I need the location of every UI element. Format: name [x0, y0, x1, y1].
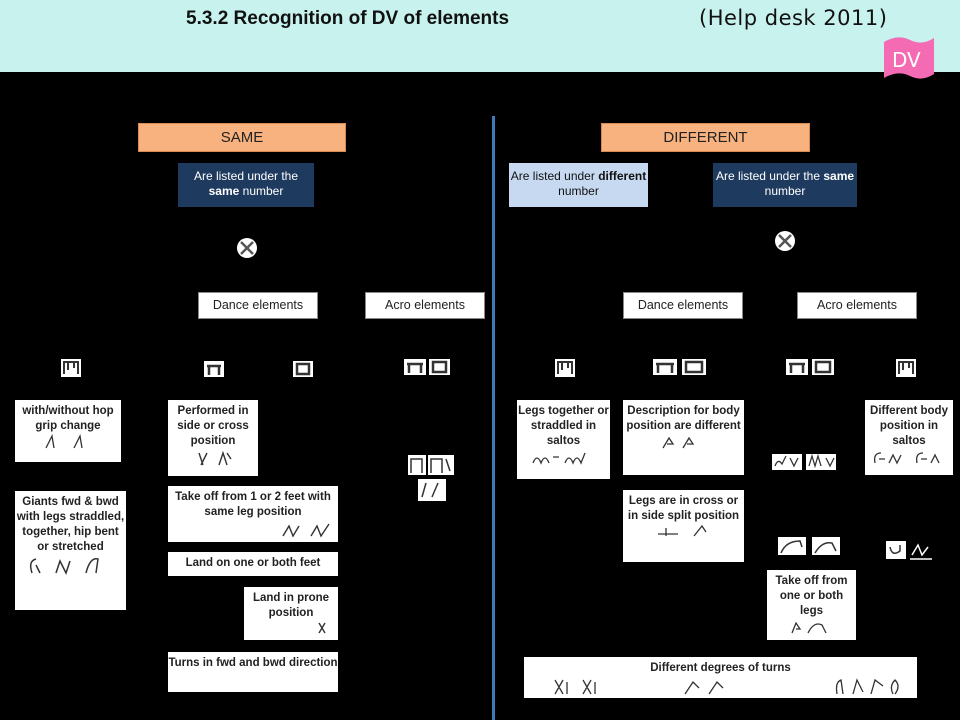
giants-box: Giants fwd & bwd with legs straddled, to… — [15, 491, 126, 610]
giants-symbols-icon — [29, 558, 99, 575]
acro-symbols-icon — [772, 453, 836, 470]
uneven-bars-icon — [61, 359, 81, 377]
same-acro-elements: Acro elements — [365, 292, 485, 319]
takeoff-symbols-icon — [282, 523, 330, 538]
same-dance-elements: Dance elements — [198, 292, 318, 319]
giants-text: Giants fwd & bwd with legs straddled, to… — [16, 496, 125, 553]
listed-diff-post: number — [558, 184, 599, 198]
land-prone-box: Land in prone position — [244, 587, 338, 640]
description-symbols-icon — [661, 436, 694, 449]
uneven-bars-icon — [555, 359, 575, 377]
body-position-box: Different body position in saltos — [865, 400, 953, 475]
description-box: Description for body position are differ… — [623, 400, 744, 475]
listed-same-bold: same — [823, 169, 855, 183]
cross-split-box: Legs are in cross or in side split posit… — [623, 490, 744, 562]
takeoff-same-text: Take off from 1 or 2 feet with same leg … — [175, 491, 331, 518]
header-bar — [0, 0, 960, 72]
same-heading: SAME — [138, 123, 346, 152]
legs-symbols-icon — [531, 452, 586, 465]
takeoff-diff-box: Take off from one or both legs — [767, 570, 856, 640]
takeoff-diff-text: Take off from one or both legs — [775, 575, 848, 617]
beam-symbols-icon — [778, 537, 840, 555]
cross-split-text: Legs are in cross or in side split posit… — [627, 495, 740, 522]
listed-same-post: number — [764, 184, 806, 198]
degrees-turns-text: Different degrees of turns — [650, 662, 791, 674]
different-heading: DIFFERENT — [601, 123, 810, 152]
circled-x-icon — [775, 231, 795, 251]
legs-saltos-text: Legs together or straddled in saltos — [518, 405, 609, 447]
listed-diff-pre: Are listed under — [510, 169, 599, 183]
takeoff-same-box: Take off from 1 or 2 feet with same leg … — [168, 486, 338, 542]
different-listed-box: Are listed under different number — [509, 163, 648, 207]
circled-x-icon — [237, 238, 257, 258]
legs-saltos-box: Legs together or straddled in saltos — [517, 400, 610, 479]
different-dance-elements: Dance elements — [623, 292, 743, 319]
listed-same-pre: Are listed under the — [715, 169, 824, 183]
performed-symbols-icon — [198, 450, 232, 466]
same-listed-box: Are listed under the same number — [178, 163, 314, 207]
center-divider — [492, 116, 495, 720]
performed-box: Performed in side or cross position — [168, 400, 258, 476]
acro-symbols-icon — [408, 455, 454, 501]
cross-symbols-icon — [657, 524, 707, 537]
beam-icon — [204, 361, 224, 377]
body-position-text: Different body position in saltos — [870, 405, 948, 447]
hop-grip-text: with/without hop grip change — [22, 405, 114, 432]
turns-box: Turns in fwd and bwd direction — [168, 652, 338, 692]
listed-post: number — [239, 184, 284, 198]
performed-text: Performed in side or cross position — [177, 405, 249, 447]
prone-symbol-icon — [318, 622, 326, 634]
dv-badge-label: DV — [892, 48, 921, 72]
degrees-turns-box: Different degrees of turns — [524, 657, 917, 698]
land-prone-text: Land in prone position — [252, 592, 330, 619]
hop-symbols-icon — [45, 433, 83, 449]
beam-floor-icons — [404, 359, 450, 375]
listed-bold: same — [208, 184, 240, 198]
hop-grip-box: with/without hop grip change — [15, 400, 121, 462]
beam-floor-icons — [786, 359, 834, 375]
listed-pre: Are listed under the — [193, 169, 299, 183]
source-note: (Help desk 2011) — [699, 6, 888, 30]
floor-icon — [293, 361, 313, 377]
body-position-symbols-icon — [873, 452, 940, 465]
land-feet-box: Land on one or both feet — [168, 552, 338, 576]
listed-diff-bold: different — [598, 169, 647, 183]
slide-title: 5.3.2 Recognition of DV of elements — [186, 8, 510, 29]
acro-symbols-icon — [886, 541, 932, 560]
turn-symbols-icon — [553, 678, 899, 695]
takeoff-diff-symbols-icon — [790, 621, 827, 634]
uneven-bars-icon — [896, 359, 916, 377]
dv-badge-icon — [884, 37, 934, 79]
beam-floor-icons — [653, 359, 706, 375]
different-acro-elements: Acro elements — [797, 292, 917, 319]
description-text: Description for body position are differ… — [626, 405, 741, 432]
different-same-listed-box: Are listed under the same number — [713, 163, 857, 207]
